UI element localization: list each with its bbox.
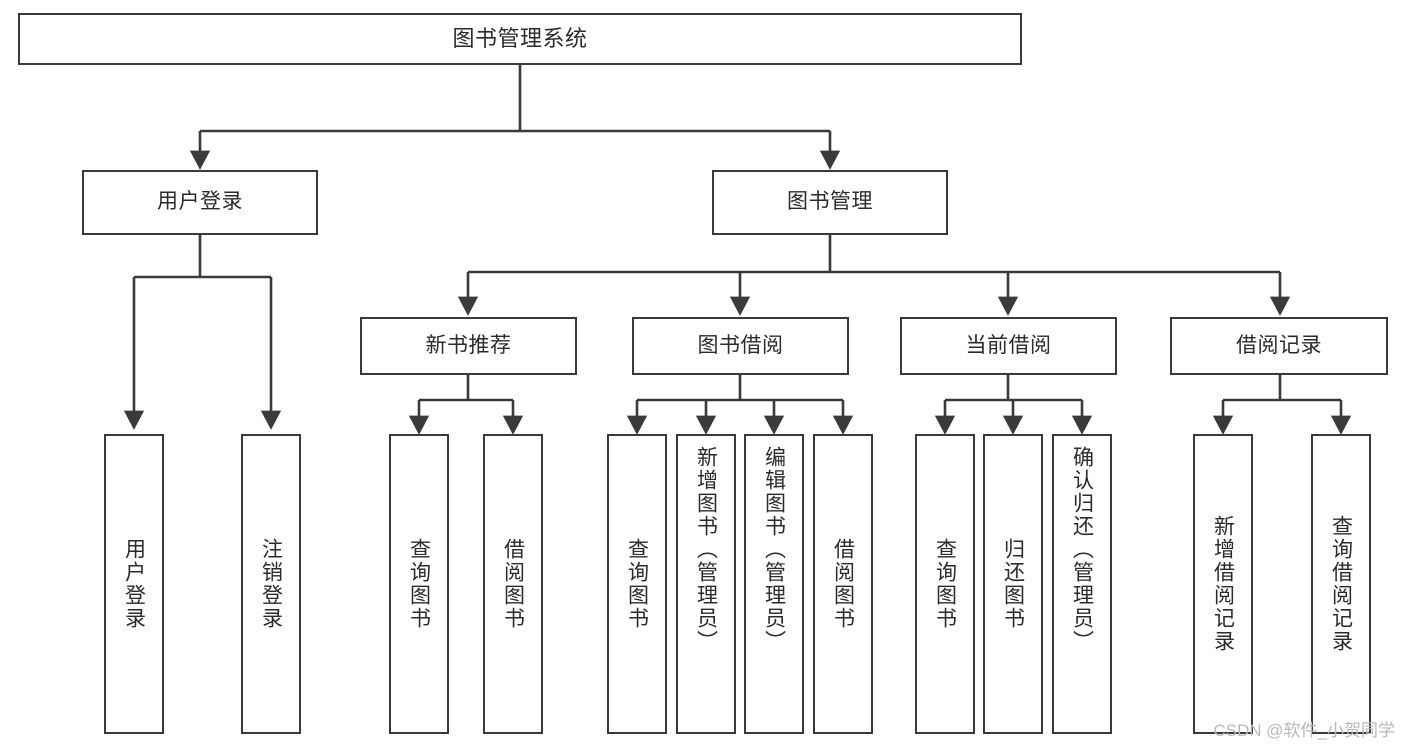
node-label: 查询借阅记录 — [1329, 515, 1353, 653]
node-label: 新增图书（管理员） — [694, 446, 718, 653]
leaf-user-login-signin[interactable]: 用户登录 — [104, 434, 164, 734]
node-label: 图书管理系统 — [452, 26, 588, 52]
node-new-book-recommend[interactable]: 新书推荐 — [360, 317, 577, 375]
leaf-borrow-edit-book-admin[interactable]: 编辑图书（管理员） — [744, 434, 804, 734]
node-label: 新书推荐 — [425, 333, 512, 357]
leaf-borrow-add-book-admin[interactable]: 新增图书（管理员） — [676, 434, 736, 734]
leaf-record-add-record[interactable]: 新增借阅记录 — [1193, 434, 1253, 734]
leaf-record-query-record[interactable]: 查询借阅记录 — [1311, 434, 1371, 734]
leaf-recommend-borrow-book[interactable]: 借阅图书 — [483, 434, 543, 734]
node-label: 新增借阅记录 — [1211, 515, 1235, 653]
node-borrow-record[interactable]: 借阅记录 — [1170, 317, 1388, 375]
node-user-login[interactable]: 用户登录 — [82, 170, 318, 235]
leaf-current-query-book[interactable]: 查询图书 — [915, 434, 975, 734]
node-book-management[interactable]: 图书管理 — [712, 170, 948, 235]
leaf-recommend-query-book[interactable]: 查询图书 — [389, 434, 449, 734]
leaf-borrow-query-book[interactable]: 查询图书 — [607, 434, 667, 734]
node-label: 查询图书 — [933, 538, 957, 630]
node-label: 图书借阅 — [697, 333, 784, 357]
node-current-borrow[interactable]: 当前借阅 — [900, 317, 1117, 375]
leaf-current-confirm-return-admin[interactable]: 确认归还（管理员） — [1052, 434, 1112, 734]
node-label: 用户登录 — [157, 190, 243, 214]
node-label: 确认归还（管理员） — [1070, 446, 1094, 653]
node-root-system[interactable]: 图书管理系统 — [18, 13, 1022, 65]
node-label: 注销登录 — [259, 538, 283, 630]
node-book-borrow[interactable]: 图书借阅 — [632, 317, 849, 375]
node-label: 编辑图书（管理员） — [762, 446, 786, 653]
node-label: 借阅图书 — [831, 538, 855, 630]
leaf-user-login-signout[interactable]: 注销登录 — [241, 434, 301, 734]
node-label: 当前借阅 — [965, 333, 1052, 357]
node-label: 借阅记录 — [1236, 333, 1322, 357]
node-label: 图书管理 — [787, 190, 873, 214]
leaf-borrow-borrow-book[interactable]: 借阅图书 — [813, 434, 873, 734]
node-label: 查询图书 — [625, 538, 649, 630]
node-label: 查询图书 — [407, 538, 431, 630]
watermark-text: CSDN @软件_小贺同学 — [1213, 721, 1395, 740]
node-label: 借阅图书 — [501, 538, 525, 630]
node-label: 归还图书 — [1001, 538, 1025, 630]
leaf-current-return-book[interactable]: 归还图书 — [983, 434, 1043, 734]
node-label: 用户登录 — [122, 538, 146, 630]
